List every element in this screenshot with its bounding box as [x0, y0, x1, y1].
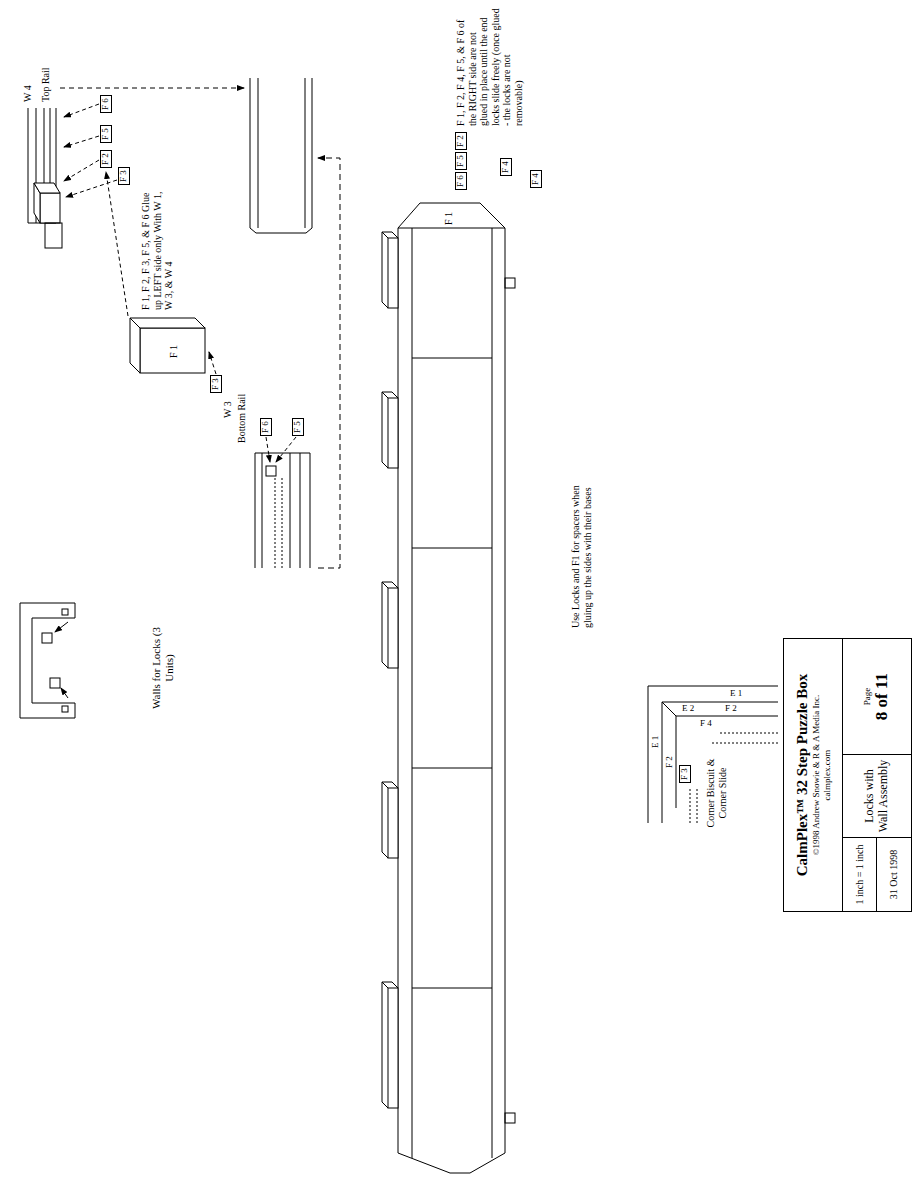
drawing-rect [388, 988, 398, 1108]
cell-text: 31 Oct 1998 [888, 850, 900, 899]
cell-text: 1 inch = 1 inch [854, 844, 866, 904]
part-tag: F 5 [455, 152, 467, 170]
title-block: CalmPlex™ 32 Step Puzzle Box©1998 Andrew… [783, 638, 912, 912]
part-tag: F 2 [100, 150, 112, 168]
drawing-path [60, 88, 244, 89]
part-label: E 2 [682, 703, 694, 713]
drawing-path [398, 203, 505, 1173]
part-label: E 1 [730, 688, 742, 698]
drawing-path [55, 622, 68, 632]
part-label: F 1 [168, 345, 180, 358]
drawing-rect [40, 193, 60, 223]
drawing-path [276, 437, 296, 462]
drawing-rect [50, 678, 60, 688]
part-label: Bottom Rail [236, 394, 248, 443]
title-cell: Page8 of 11 [842, 639, 911, 754]
drawing-path [382, 392, 398, 468]
drawing-path [382, 582, 398, 668]
detail-caption: Corner Biscuit & Corner Slide [705, 758, 728, 828]
drawing-path [250, 78, 312, 233]
part-tag: F 3 [679, 765, 691, 783]
drawing-path [209, 352, 216, 374]
part-tag: F 3 [210, 375, 222, 393]
drawing-path [382, 232, 398, 308]
cell-subtext: calmplex.com [822, 750, 832, 801]
part-tag: F 2 [455, 132, 467, 150]
drawing-g [20, 78, 778, 1173]
drawing-path [382, 982, 398, 1108]
drawing-path [106, 172, 128, 316]
drawing-rect [388, 588, 398, 668]
drawing-rect [388, 238, 398, 308]
drawing-path [64, 104, 99, 117]
drawing-rect [388, 788, 398, 858]
drawing-path [20, 603, 75, 718]
part-label: Top Rail [40, 67, 52, 102]
part-tag: F 4 [500, 158, 512, 176]
part-tag: F 6 [260, 418, 272, 436]
note-text: F 1, F 2, F 3, F 5, & F 6 Glue up LEFT s… [140, 185, 175, 310]
part-label: E 1 [650, 736, 660, 748]
drawing-rect [62, 706, 68, 712]
drawing-rect [140, 328, 205, 373]
cell-subtext: 8 of 11 [872, 673, 892, 720]
drawing-path [662, 702, 676, 716]
part-tag: F 3 [118, 167, 130, 185]
note-text: F 1, F 2, F 4, F 5, & F 6 of the RIGHT s… [455, 8, 524, 126]
drawing-rect [388, 398, 398, 468]
part-tag: F 6 [455, 172, 467, 190]
cell-text: Locks with Wall Assembly [863, 758, 891, 834]
drawing-rect [266, 466, 276, 476]
drawing-path [61, 688, 68, 698]
drawing-path [130, 318, 205, 328]
drawing-rect [42, 633, 52, 643]
drawing-path [412, 358, 492, 988]
part-tag: F 4 [530, 170, 542, 188]
part-tag: F 5 [100, 125, 112, 143]
drawing-path [382, 782, 398, 858]
part-label: W 4 [22, 85, 34, 102]
drawing-path [255, 453, 310, 568]
cell-subtext: ©1998 Andrew Snowie & R & A Media Inc. [811, 695, 821, 856]
drawing-path [275, 478, 282, 568]
part-label: F 2 [664, 756, 674, 768]
title-cell: Locks with Wall Assembly [842, 754, 911, 837]
drawing-path [690, 733, 778, 823]
drawing-rect [45, 223, 62, 248]
part-tag: F 6 [100, 95, 112, 113]
note-text: Use Locks and F1 for spacers when gluing… [570, 463, 593, 628]
drawing-path [64, 136, 99, 147]
drawing-path [266, 437, 270, 462]
title-cell: 1 inch = 1 inch [842, 837, 876, 911]
cell-text: CalmPlex™ 32 Step Puzzle Box [794, 674, 811, 876]
part-label: F 4 [700, 718, 712, 728]
drawing-path [318, 158, 340, 568]
drawing-path [398, 228, 505, 1158]
drawing-path [34, 183, 60, 193]
part-label: F 2 [725, 703, 737, 713]
cell-text: Page [862, 688, 872, 706]
drawing-rect [505, 278, 515, 288]
part-tag: F 5 [292, 418, 304, 436]
part-label: W 3 [222, 401, 234, 418]
caption-text: Walls for Locks (3 Units) [150, 618, 175, 718]
title-cell: 31 Oct 1998 [876, 837, 911, 911]
drawing-rect [505, 1113, 515, 1123]
part-label: F 1 [443, 212, 455, 225]
drawing-path [64, 160, 99, 181]
drawing-rect [62, 609, 68, 615]
